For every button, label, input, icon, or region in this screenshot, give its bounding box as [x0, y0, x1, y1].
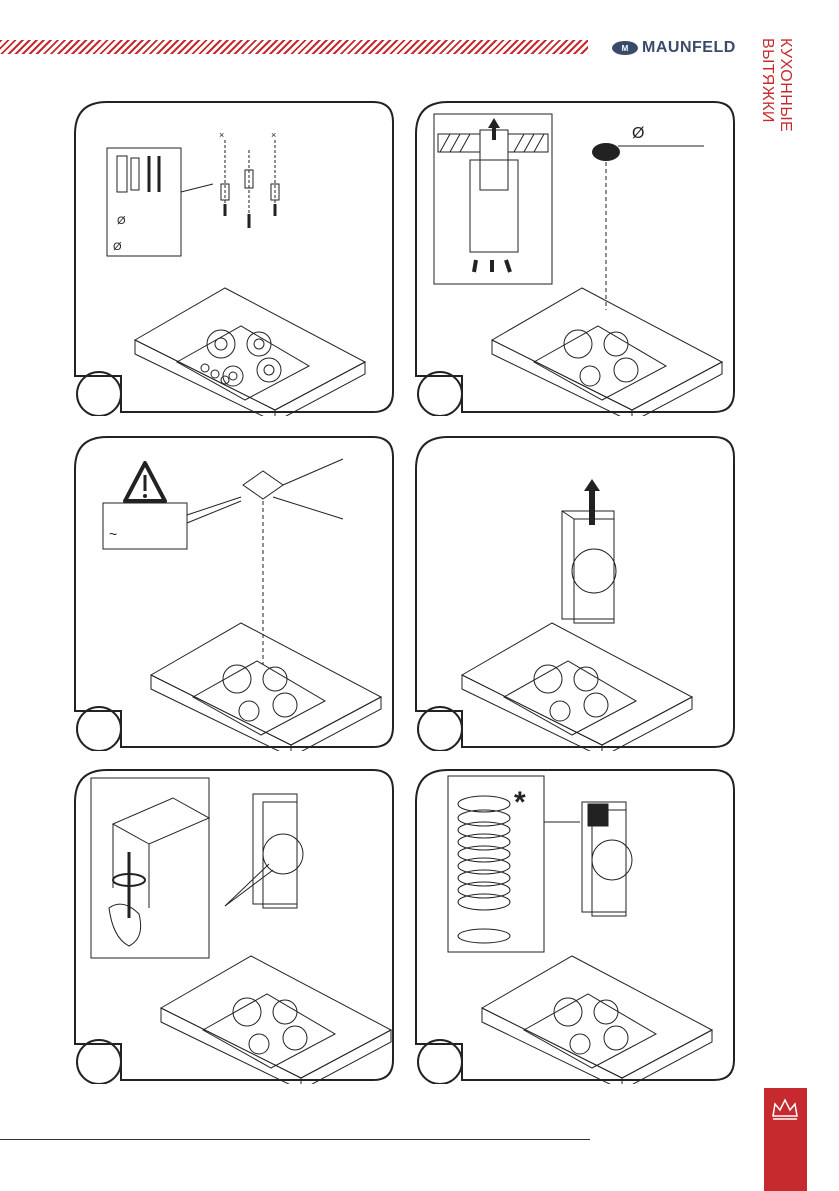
logo-mark-icon: M	[612, 41, 638, 55]
svg-text:*: *	[514, 786, 526, 819]
section-side-title: КУХОННЫЕ ВЫТЯЖКИ	[768, 38, 794, 218]
step-number-circle	[418, 372, 462, 416]
brand-logo: M MAUNFELD	[612, 38, 754, 58]
step-number-circle	[77, 707, 121, 751]
step-3-panel: ~	[73, 435, 395, 751]
brand-name: MAUNFELD	[642, 39, 736, 57]
step-number-circle	[77, 372, 121, 416]
step-5-panel	[73, 768, 395, 1084]
step-number-circle	[418, 1040, 462, 1084]
svg-text:×: ×	[271, 130, 276, 140]
ceiling-hole	[592, 143, 620, 161]
crown-icon	[770, 1096, 800, 1122]
warning-triangle-icon	[125, 463, 165, 501]
step-6-panel: *	[414, 768, 736, 1084]
svg-text:×: ×	[219, 130, 224, 140]
header-hatch-bar	[0, 40, 588, 54]
step-1-panel: Ø Ø × ×	[73, 100, 395, 416]
svg-text:~: ~	[109, 526, 117, 542]
flexible-duct	[458, 796, 510, 943]
step-number-circle	[77, 1040, 121, 1084]
svg-text:Ø: Ø	[113, 241, 122, 253]
crest-badge	[764, 1088, 807, 1191]
svg-text:Ø: Ø	[632, 125, 644, 142]
step-number-circle	[418, 707, 462, 751]
step-2-panel: Ø	[414, 100, 736, 416]
step-4-panel	[414, 435, 736, 751]
footer-divider	[0, 1139, 590, 1140]
svg-text:Ø: Ø	[117, 215, 126, 227]
